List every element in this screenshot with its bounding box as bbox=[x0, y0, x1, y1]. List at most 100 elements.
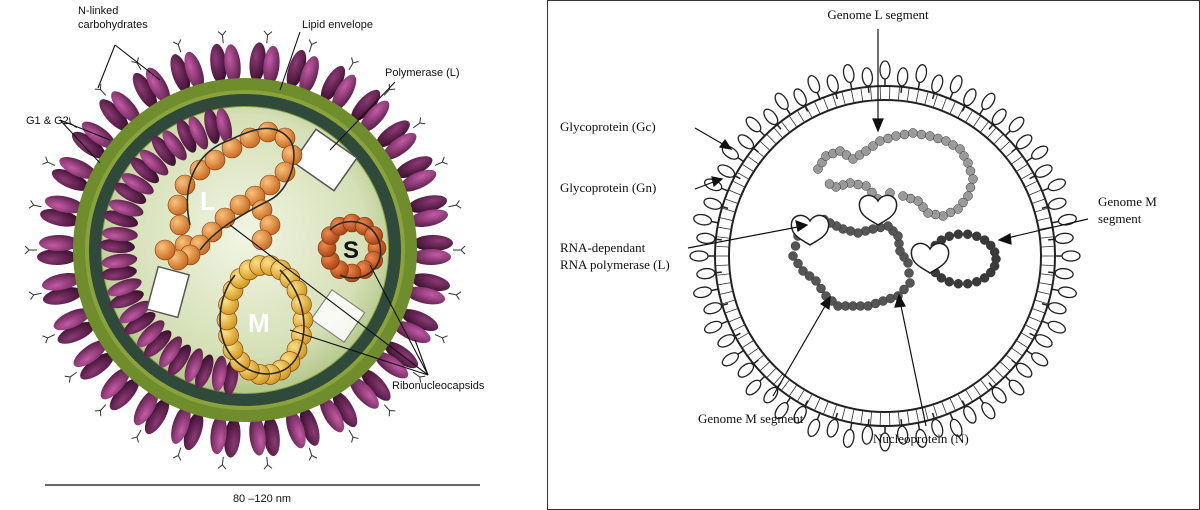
glycoprotein-spike bbox=[349, 369, 396, 417]
glycoprotein-spike bbox=[170, 39, 204, 93]
nucleoprotein-bead bbox=[853, 179, 863, 190]
arrow-head bbox=[819, 295, 831, 311]
nucleoprotein-bead bbox=[875, 136, 885, 146]
rna-strand-M bbox=[219, 269, 305, 375]
glycoprotein-spike bbox=[861, 67, 874, 93]
nucleoprotein-bead bbox=[816, 283, 826, 294]
glycoprotein-spike bbox=[737, 134, 759, 153]
arrow-rdrp bbox=[687, 225, 804, 249]
nucleoprotein-bead bbox=[963, 158, 973, 168]
capsid-bead bbox=[201, 221, 223, 243]
capsid-bead bbox=[154, 239, 176, 261]
schematic-membrane-lipids bbox=[716, 87, 1054, 425]
nucleoprotein-bead bbox=[971, 276, 982, 287]
nucleoprotein-bead bbox=[944, 231, 955, 242]
capsid-bead bbox=[259, 174, 281, 196]
segment-letter-M: M bbox=[248, 308, 270, 338]
capsid-bead bbox=[229, 194, 251, 216]
leader-line-carbo bbox=[114, 44, 161, 81]
nucleoprotein-bead bbox=[965, 182, 976, 193]
nucleoprotein-bead bbox=[933, 133, 943, 144]
leader-line-g1g2 bbox=[59, 119, 101, 164]
glycoprotein-spike bbox=[717, 332, 741, 348]
rna-strand-L bbox=[186, 127, 295, 251]
arrow-genome-m-right bbox=[1002, 218, 1089, 240]
glycoprotein-spike bbox=[407, 195, 462, 228]
genome-s-segment bbox=[925, 229, 1001, 289]
arrow-gc bbox=[694, 127, 727, 147]
arrow-head bbox=[894, 293, 906, 308]
glycoprotein-spike bbox=[28, 195, 85, 227]
glycoprotein-spike bbox=[1041, 197, 1067, 210]
label-lipid-envelope: Lipid envelope bbox=[302, 19, 373, 31]
glycoprotein-spike bbox=[107, 278, 144, 309]
glycoprotein-spike bbox=[94, 83, 141, 131]
glycoprotein-spike bbox=[119, 300, 156, 335]
polymerase-S-segment bbox=[910, 242, 950, 274]
glycoprotein-spike bbox=[319, 391, 359, 443]
glycoprotein-spikes-inner bbox=[98, 107, 239, 396]
glycoprotein-spike bbox=[896, 67, 909, 93]
schematic-arrows bbox=[687, 29, 1089, 427]
glycoprotein-spike bbox=[1029, 164, 1053, 180]
nucleoprotein-bead bbox=[962, 229, 973, 240]
glycoprotein-spike bbox=[405, 273, 462, 305]
glycoprotein-spike bbox=[1041, 302, 1067, 315]
schematic-glycoproteins bbox=[689, 60, 1081, 452]
nucleoprotein-bead bbox=[971, 231, 982, 242]
nucleoprotein-bead bbox=[793, 258, 803, 269]
label-nucleoprotein: Nucleoprotein (N) bbox=[873, 431, 969, 446]
label-polymerase: Polymerase (L) bbox=[385, 67, 460, 79]
glycoprotein-spike bbox=[1051, 213, 1077, 226]
nucleoprotein-bead bbox=[953, 278, 964, 289]
glycoprotein-spike bbox=[978, 92, 996, 116]
glycoprotein-spike bbox=[721, 349, 745, 367]
capsid-bead bbox=[204, 149, 226, 171]
glycoprotein-spike bbox=[1004, 116, 1025, 137]
nucleoprotein-bead bbox=[904, 268, 914, 278]
glycoprotein-spike bbox=[793, 400, 809, 424]
glycoprotein-spike bbox=[101, 253, 138, 281]
glycoprotein-spike bbox=[98, 227, 138, 254]
nucleoprotein-bead bbox=[824, 179, 835, 189]
glycoprotein-spike bbox=[745, 375, 766, 396]
label-glycoprotein-gn: Glycoprotein (Gn) bbox=[560, 180, 656, 195]
glycoprotein-spike bbox=[793, 88, 809, 112]
nucleoprotein-bead bbox=[899, 129, 910, 140]
nucleoprotein-bead bbox=[868, 141, 878, 151]
glycoprotein-spike bbox=[210, 30, 241, 85]
nucleoprotein-bead bbox=[925, 131, 935, 141]
capsid-bead bbox=[169, 214, 191, 236]
glycoprotein-spike bbox=[395, 156, 448, 192]
nucleoprotein-bead bbox=[798, 266, 808, 276]
label-rdrp-line2: RNA polymerase (L) bbox=[560, 257, 670, 272]
polymerase-box bbox=[310, 288, 366, 344]
glycoprotein-spike bbox=[131, 57, 171, 109]
glycoprotein-spike bbox=[807, 74, 821, 100]
rna-strand-S bbox=[329, 220, 382, 279]
segment-letter-S: S bbox=[343, 237, 359, 264]
arrow-genome-m-bottom bbox=[772, 300, 829, 397]
glycoprotein-spike bbox=[703, 197, 729, 210]
leader-line-ribo bbox=[414, 339, 429, 376]
glycoprotein-spike bbox=[931, 74, 944, 100]
glycoprotein-spike bbox=[693, 213, 719, 226]
capsid-bead bbox=[167, 194, 189, 216]
nucleoprotein-bead bbox=[861, 146, 871, 156]
glycoprotein-spike bbox=[826, 412, 839, 438]
glycoprotein-spike bbox=[184, 348, 214, 389]
bunyavirus-schematic-diagram: Genome L segment Glycoprotein (Gc) Glyco… bbox=[560, 7, 1157, 452]
glycoprotein-spike bbox=[703, 302, 729, 315]
glycoprotein-spike bbox=[737, 359, 759, 378]
glycoprotein-spike bbox=[204, 107, 233, 144]
glycoprotein-spike bbox=[763, 108, 782, 130]
glycoprotein-spike bbox=[696, 267, 722, 280]
rna-polymerases bbox=[790, 194, 950, 274]
capsid-bead bbox=[251, 229, 273, 251]
leader-line-polymerase bbox=[329, 81, 396, 151]
bunyavirus-color-diagram: L M S N-linked carbohydrates Lipid envel… bbox=[24, 5, 485, 505]
leader-lines bbox=[59, 31, 429, 376]
nucleoprotein-bead bbox=[963, 191, 973, 201]
nucleoprotein-bead bbox=[788, 251, 798, 261]
glycoprotein-spike bbox=[94, 367, 140, 417]
